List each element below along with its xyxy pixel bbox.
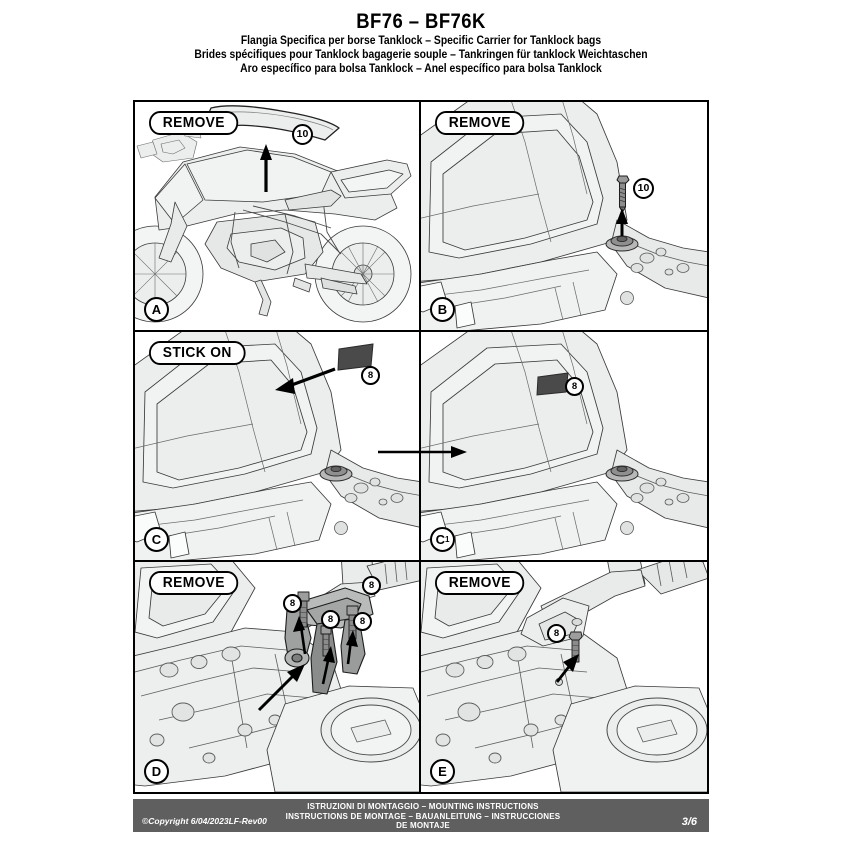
panel-c: STICK ON 8 C bbox=[135, 332, 421, 562]
panel-c1-callout-8: 8 bbox=[565, 377, 584, 396]
panel-d-callout-8-3: 8 bbox=[353, 612, 372, 631]
footer-bar: ©Copyright 6/04/2023LF-Rev00 ISTRUZIONI … bbox=[133, 799, 709, 832]
removal-arrows-d bbox=[257, 616, 358, 712]
panel-e-action-label: REMOVE bbox=[435, 571, 525, 595]
footer-instructions-line-3: DE MONTAJE bbox=[396, 821, 450, 830]
removal-arrow-a bbox=[260, 144, 272, 192]
panel-d-callout-8-2: 8 bbox=[321, 610, 340, 629]
footer-instructions-line-1: ISTRUZIONI DI MONTAGGIO – MOUNTING INSTR… bbox=[307, 802, 539, 811]
panel-b-id: B bbox=[430, 297, 455, 322]
stick-on-arrow-c bbox=[275, 367, 336, 394]
panel-d-callout-8-1: 8 bbox=[283, 594, 302, 613]
panel-d-id: D bbox=[144, 759, 169, 784]
panel-b: REMOVE 10 B bbox=[421, 102, 707, 332]
panel-grid-frame: REMOVE 10 A bbox=[133, 100, 709, 794]
panel-a-artwork bbox=[135, 105, 412, 323]
panel-e-artwork bbox=[421, 562, 707, 792]
panel-d: REMOVE 8 8 8 8 D bbox=[135, 562, 421, 792]
document-header: BF76 – BF76K Flangia Specifica per borse… bbox=[0, 10, 842, 76]
panel-a-callout-10: 10 bbox=[292, 124, 313, 145]
panel-c1-artwork bbox=[421, 332, 707, 560]
panel-c-action-label: STICK ON bbox=[149, 341, 246, 365]
panel-d-artwork bbox=[135, 562, 419, 792]
panel-e-callout-8: 8 bbox=[547, 624, 566, 643]
page-number: 3/6 bbox=[681, 816, 697, 828]
panel-d-action-label: REMOVE bbox=[149, 571, 239, 595]
panel-b-artwork bbox=[421, 102, 707, 330]
panel-c-id: C bbox=[144, 527, 169, 552]
page-title: BF76 – BF76K bbox=[356, 10, 486, 33]
removal-arrow-b bbox=[616, 208, 628, 236]
bolt-part-10 bbox=[616, 175, 630, 213]
panel-b-action-label: REMOVE bbox=[435, 111, 525, 135]
panel-e: 8 REMOVE E bbox=[421, 562, 707, 792]
panel-c-callout-8: 8 bbox=[361, 366, 380, 385]
subtitle-line-1: Flangia Specifica per borse Tanklock – S… bbox=[240, 35, 602, 47]
panel-a-id: A bbox=[144, 297, 169, 322]
panel-a-action-label: REMOVE bbox=[149, 111, 239, 135]
transfer-arrow-c1 bbox=[421, 446, 467, 458]
panel-a: REMOVE 10 A bbox=[135, 102, 421, 332]
panel-e-id: E bbox=[430, 759, 455, 784]
panel-b-callout-10: 10 bbox=[633, 178, 654, 199]
subtitle-line-3: Aro específico para bolsa Tanklock – Ane… bbox=[240, 63, 602, 75]
footer-instructions: ISTRUZIONI DI MONTAGGIO – MOUNTING INSTR… bbox=[253, 802, 593, 831]
subtitle-line-2: Brides spécifiques pour Tanklock bagager… bbox=[194, 49, 648, 61]
panel-grid: REMOVE 10 A bbox=[135, 102, 707, 792]
removal-arrow-e bbox=[555, 654, 579, 683]
panel-d-callout-8-4: 8 bbox=[362, 576, 381, 595]
copyright-text: ©Copyright 6/04/2023LF-Rev00 bbox=[142, 816, 267, 826]
adhesive-pad-applied-part-8 bbox=[536, 372, 569, 396]
panel-c-artwork bbox=[135, 332, 419, 560]
footer-instructions-line-2: INSTRUCTIONS DE MONTAGE – BAUANLEITUNG –… bbox=[285, 811, 561, 821]
